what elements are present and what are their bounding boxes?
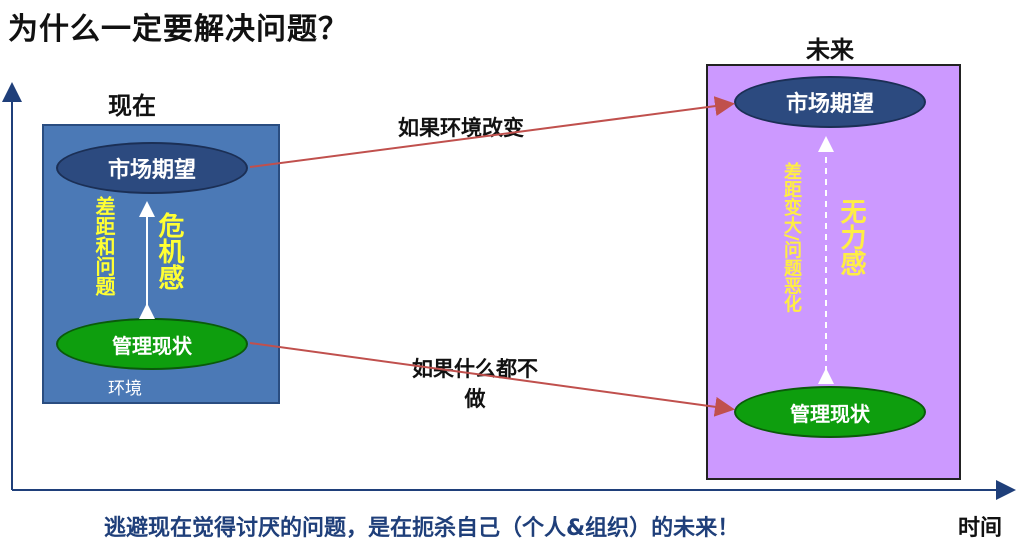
now-label: 现在	[108, 92, 156, 120]
bottom-message: 逃避现在觉得讨厌的问题，是在扼杀自己（个人&组织）的未来！	[104, 516, 740, 541]
now-gap-text: 差距和问题	[92, 196, 116, 296]
crisis-text: 危机感	[154, 212, 184, 290]
page-title: 为什么一定要解决问题？	[8, 12, 349, 47]
future-market-expectation: 市场期望	[734, 76, 926, 128]
now-market-expectation: 市场期望	[56, 142, 248, 194]
env-change-arrow	[249, 96, 735, 168]
annotation-do-nothing-line2: 做	[464, 387, 486, 411]
future-gap-text: 差距变大/问题恶化	[781, 162, 802, 313]
time-axis-label: 时间	[958, 516, 1003, 541]
powerless-text: 无力感	[836, 198, 866, 276]
now-management-status: 管理现状	[56, 318, 248, 370]
annotation-env-change: 如果环境改变	[398, 116, 524, 140]
do-nothing-arrow	[249, 342, 735, 417]
future-label: 未来	[806, 36, 854, 64]
environment-label: 环境	[108, 379, 142, 399]
future-management-status: 管理现状	[734, 386, 926, 438]
